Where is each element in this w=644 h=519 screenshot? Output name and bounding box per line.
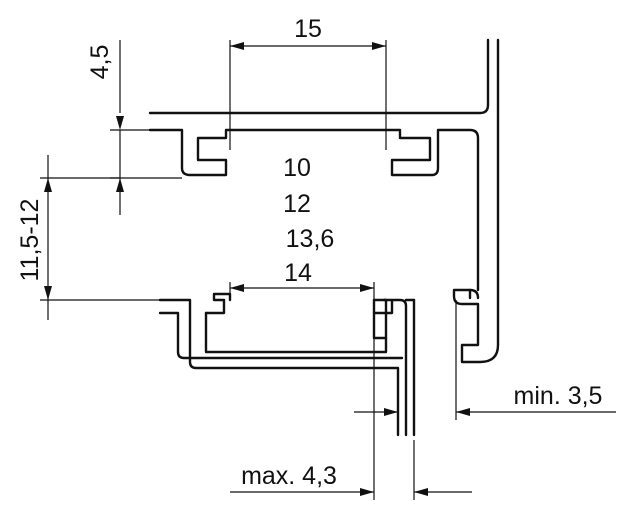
lower-profile: [158, 292, 416, 437]
dim-14-arrow-right: [360, 284, 374, 292]
dim-14-arrow-left: [230, 284, 244, 292]
dimension-labels: 15 4,5 10 12 13,6 14 11,5-12 min. 3,5 ma…: [16, 15, 602, 490]
upper-profile: [148, 38, 490, 292]
label-inner-width: 14: [284, 259, 312, 287]
bottom-clip: [204, 292, 408, 437]
bottom-outer-line: [158, 298, 400, 437]
top-outer-line: [148, 38, 490, 115]
dim-15-arrow-left: [230, 42, 244, 50]
dim-15-arrow-right: [372, 42, 386, 50]
top-inner-line: [148, 128, 480, 292]
bottom-channel: [372, 298, 388, 340]
label-top-offset: 4,5: [86, 45, 114, 80]
right-wall: [452, 38, 500, 364]
dim-min-arrow-right: [456, 408, 470, 416]
label-top-width: 15: [294, 15, 322, 43]
dim-115-arrow-top: [44, 178, 52, 192]
bottom-inner-line: [158, 311, 404, 360]
label-vertical-range: 11,5-12: [16, 199, 44, 282]
dimension-lines: [40, 40, 616, 500]
dim-max-arrow-left: [360, 488, 374, 496]
right-wall-outer: [452, 38, 500, 364]
label-inner-value-2: 12: [283, 190, 311, 218]
label-inner-value-3: 13,6: [286, 225, 335, 253]
dim-max-arrow-right: [414, 488, 428, 496]
dim-min-arrow-left: [384, 408, 398, 416]
label-min-gap: min. 3,5: [514, 382, 603, 410]
dim-115-arrow-bottom: [44, 286, 52, 300]
dim-45-arrow-bottom: [116, 178, 124, 192]
dim-45-arrow-top: [116, 116, 124, 130]
label-inner-value-1: 10: [283, 154, 311, 182]
label-max-gap: max. 4,3: [241, 462, 337, 490]
